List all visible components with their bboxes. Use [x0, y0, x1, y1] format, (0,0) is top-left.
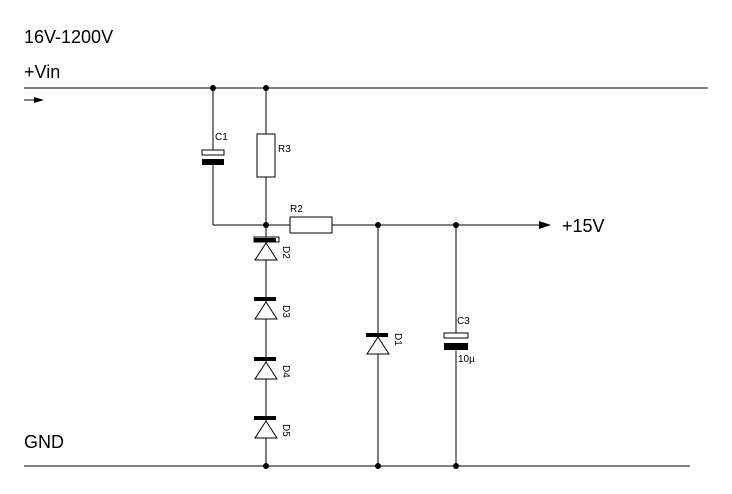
output-label: +15V: [562, 216, 605, 236]
junction-dot: [375, 463, 381, 469]
junction-dot: [453, 222, 459, 228]
resistor-r2: [266, 216, 540, 234]
c1-label: C1: [215, 132, 228, 143]
vin-label: +Vin: [24, 62, 60, 82]
zener-diode-d1: [366, 225, 390, 466]
r2-label: R2: [290, 204, 303, 215]
r3-label: R3: [278, 144, 291, 155]
c3-value: 10µ: [458, 354, 475, 365]
vin-input-arrow: [24, 97, 44, 103]
junction-dot: [375, 222, 381, 228]
junction-dot: [263, 85, 269, 91]
junction-dot: [453, 463, 459, 469]
d3-label: D3: [280, 305, 291, 318]
junction-dot: [210, 85, 216, 91]
capacitor-c1: [201, 88, 266, 226]
capacitor-c3: [443, 225, 469, 466]
d2-label: D2: [280, 246, 291, 259]
output-arrow: [539, 221, 551, 229]
resistor-r3: [256, 88, 276, 225]
junction-dots: [210, 85, 459, 469]
zener-diode-d2: [253, 236, 280, 261]
d1-label: D1: [392, 333, 403, 346]
d5-label: D5: [280, 424, 291, 437]
zener-diode-d3: [254, 297, 278, 320]
zener-diode-d5: [254, 416, 278, 439]
zener-stack: [253, 225, 280, 466]
junction-dot: [263, 222, 269, 228]
c3-label: C3: [457, 316, 470, 327]
voltage-range-label: 16V-1200V: [24, 27, 113, 47]
zener-diode-d4: [254, 357, 278, 380]
gnd-label: GND: [24, 432, 64, 452]
d4-label: D4: [280, 365, 291, 378]
junction-dot: [263, 463, 269, 469]
